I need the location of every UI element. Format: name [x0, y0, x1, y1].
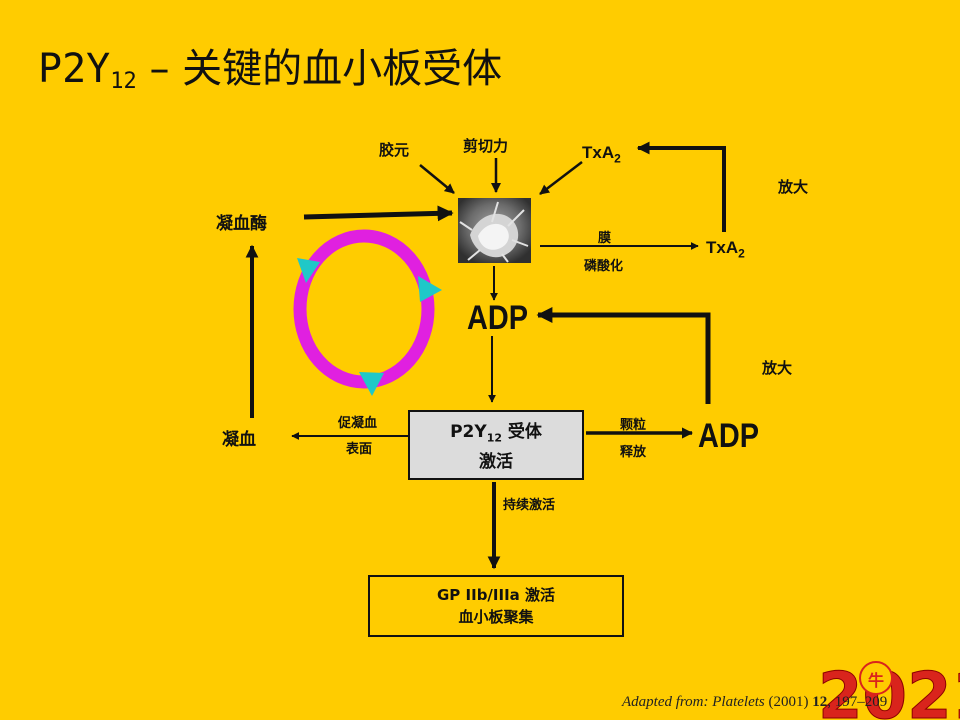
- cycle-arrow-bottom: [359, 372, 384, 396]
- adp-right-label: ADP: [698, 417, 760, 455]
- sustained-label: 持续激活: [503, 498, 556, 513]
- thrombin-arrow: [303, 205, 454, 222]
- citation: Adapted from: Platelets (2001) 12, 197–2…: [622, 694, 887, 711]
- cycle-arrow-left: [297, 258, 320, 283]
- txa2-in-arrow: [539, 161, 583, 195]
- txa2-output-text: TxA: [706, 238, 739, 257]
- gp-box-line2: 血小板聚集: [458, 608, 534, 626]
- logo-2021: 2021 牛: [818, 660, 960, 720]
- membrane-label: 膜: [598, 231, 612, 246]
- phosphorylation-label: 磷酸化: [584, 259, 624, 274]
- citation-journal: Platelets: [712, 694, 765, 710]
- amplify-top-label: 放大: [778, 178, 809, 196]
- txa2-input-text: TxA: [582, 143, 615, 162]
- page-title: P2Y12 – 关键的血小板受体: [38, 36, 502, 94]
- receptor-sub: 12: [486, 431, 502, 445]
- p2y12-receptor-box: P2Y12 受体 激活: [408, 410, 584, 480]
- platelet-image: [458, 198, 531, 263]
- title-prefix: P2Y: [38, 46, 111, 92]
- amplify-mid-label: 放大: [762, 359, 793, 377]
- title-subscript: 12: [110, 69, 137, 94]
- citation-pages: , 197–209: [827, 694, 888, 710]
- receptor-word: 受体: [502, 422, 542, 442]
- title-rest: – 关键的血小板受体: [136, 46, 503, 92]
- cycle-arrow-right: [418, 276, 442, 302]
- shear-label: 剪切力: [463, 137, 509, 155]
- adp-amplify-loop: [536, 306, 711, 404]
- receptor-box-line2: 激活: [479, 452, 513, 473]
- surface-label: 表面: [346, 442, 373, 457]
- collagen-arrow: [419, 164, 455, 194]
- txa2-output-label: TxA2: [706, 238, 745, 260]
- txa2-input-label: TxA2: [582, 143, 621, 165]
- logo-badge: [859, 661, 893, 695]
- gp-box-line1: GP IIb/IIIa 激活: [437, 586, 555, 604]
- procoag-label: 促凝血: [338, 416, 378, 431]
- citation-volume: 12: [812, 694, 828, 710]
- coagulation-label: 凝血: [222, 430, 256, 450]
- receptor-box-line1: P2Y12 受体: [410, 420, 582, 450]
- receptor-name: P2Y: [450, 422, 487, 442]
- release-label: 释放: [620, 445, 647, 460]
- logo-glyph: 牛: [868, 671, 884, 690]
- adp-center-label: ADP: [467, 299, 529, 337]
- txa2-output-sub: 2: [738, 246, 745, 261]
- citation-year: (2001): [764, 694, 813, 710]
- gp-aggregation-box: GP IIb/IIIa 激活 血小板聚集: [368, 575, 624, 637]
- granule-label: 颗粒: [620, 418, 647, 433]
- thrombin-label: 凝血酶: [216, 214, 267, 234]
- citation-prefix: Adapted from:: [622, 694, 713, 710]
- collagen-label: 胶元: [379, 141, 410, 159]
- txa2-input-sub: 2: [614, 151, 621, 166]
- cycle-ring: [293, 229, 435, 389]
- txa2-amplify-loop: [636, 141, 726, 232]
